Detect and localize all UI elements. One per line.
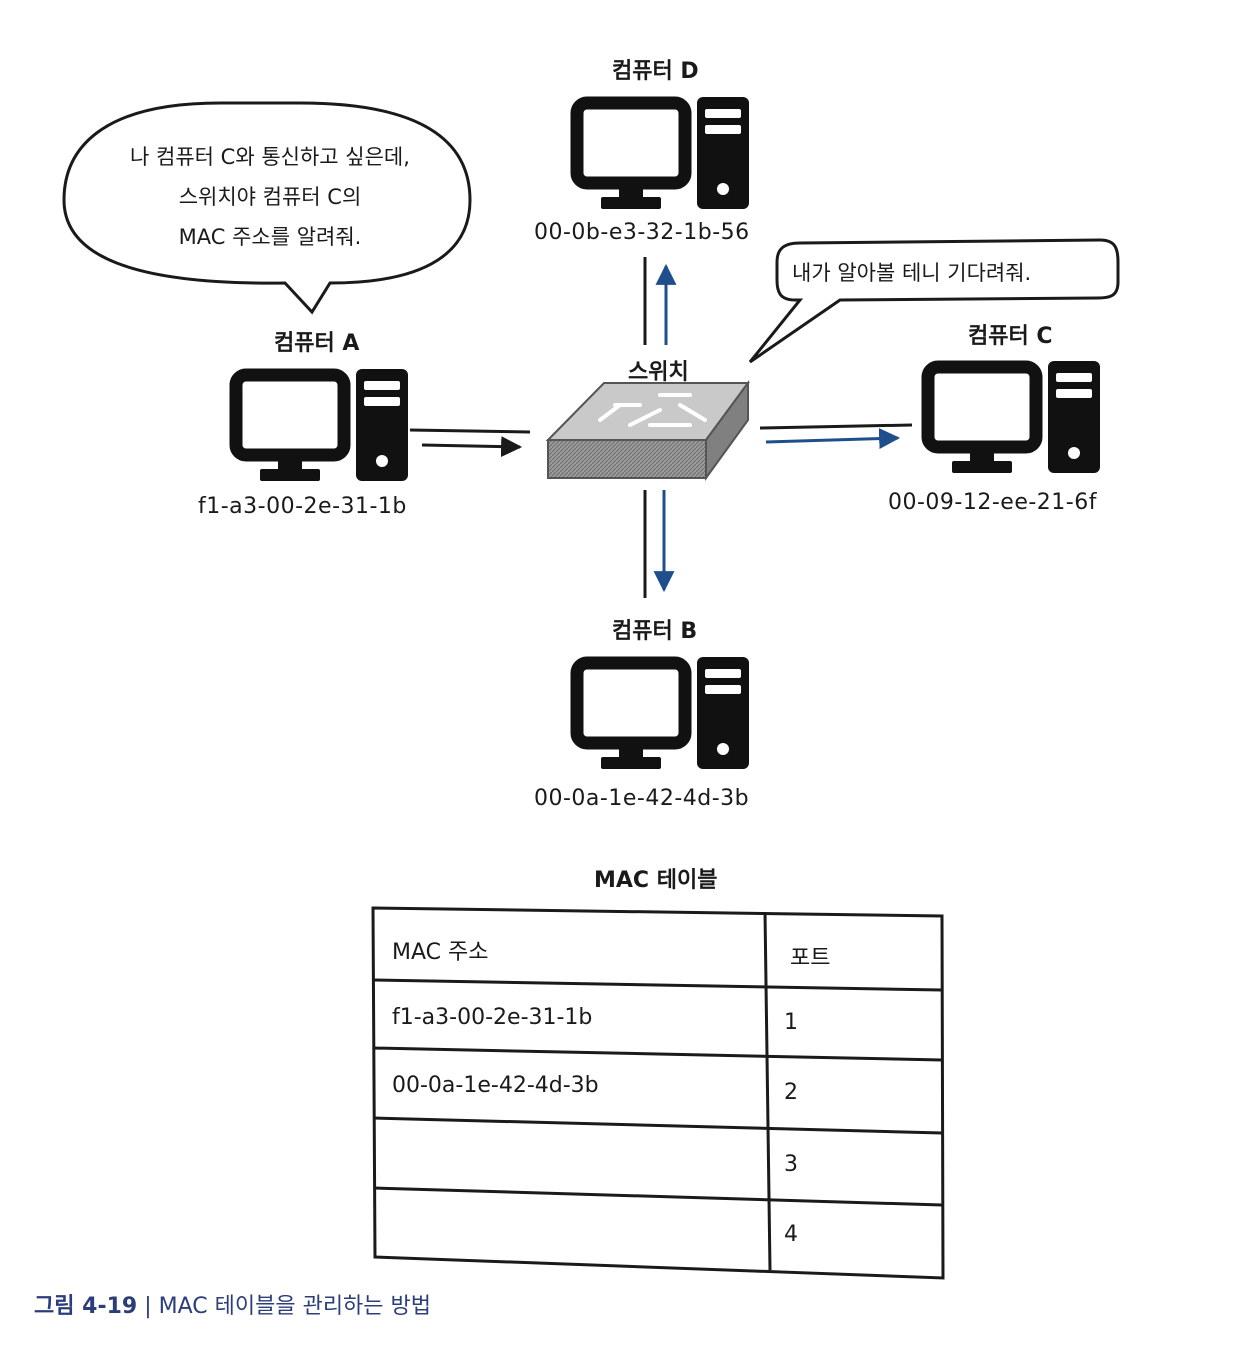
- line-switch-c: [759, 423, 913, 430]
- mac-table-row-3-port: 3: [784, 1152, 798, 1177]
- computer-a-icon: [236, 369, 408, 481]
- line-a-switch: [409, 428, 531, 434]
- mac-table-grid: [371, 906, 945, 1280]
- computer-d-title: 컴퓨터 D: [612, 59, 699, 84]
- computer-c-mac: 00-09-12-ee-21-6f: [888, 490, 1097, 515]
- mac-table-row-1-mac: f1-a3-00-2e-31-1b: [392, 1005, 593, 1030]
- computer-d-mac: 00-0b-e3-32-1b-56: [534, 220, 750, 245]
- switch-title: 스위치: [628, 360, 689, 385]
- computer-d-icon: [577, 97, 749, 209]
- speech-bubble-computer-a: [62, 101, 472, 315]
- arrow-from-a: [421, 436, 523, 458]
- bubble-a-line-3: MAC 주소를 알려줘.: [178, 225, 362, 249]
- figure-number: 그림 4-19: [34, 1294, 138, 1319]
- speech-bubble-computer-a-text: 나 컴퓨터 C와 통신하고 싶은데, 스위치야 컴퓨터 C의 MAC 주소를 알…: [90, 137, 450, 257]
- caption-text: MAC 테이블을 관리하는 방법: [158, 1294, 432, 1319]
- speech-bubble-switch: [748, 238, 1120, 364]
- mac-table-row-2-mac: 00-0a-1e-42-4d-3b: [392, 1073, 599, 1098]
- mac-table-row-2-port: 2: [784, 1080, 798, 1105]
- computer-b-title: 컴퓨터 B: [612, 619, 698, 644]
- arrow-to-c: [765, 428, 901, 450]
- computer-b-mac: 00-0a-1e-42-4d-3b: [534, 786, 750, 811]
- mac-table-row-1-port: 1: [784, 1010, 798, 1035]
- mac-table-row-4-port: 4: [784, 1222, 798, 1247]
- switch-icon: [545, 379, 750, 482]
- bubble-a-line-2: 스위치야 컴퓨터 C의: [178, 185, 362, 209]
- computer-c-icon: [928, 361, 1100, 473]
- figure-caption: 그림 4-19 | MAC 테이블을 관리하는 방법: [34, 1288, 431, 1320]
- mac-table-title: MAC 테이블: [594, 868, 718, 893]
- mac-table-header-mac: MAC 주소: [392, 940, 489, 965]
- caption-separator: |: [144, 1294, 152, 1319]
- computer-a-title: 컴퓨터 A: [274, 331, 360, 356]
- speech-bubble-switch-text: 내가 알아볼 테니 기다려줘.: [792, 261, 1032, 285]
- mac-table-header-port: 포트: [790, 946, 831, 971]
- computer-a-mac: f1-a3-00-2e-31-1b: [198, 494, 407, 519]
- computer-b-icon: [577, 657, 749, 769]
- bubble-a-line-1: 나 컴퓨터 C와 통신하고 싶은데,: [130, 145, 410, 169]
- connection-lines: [409, 257, 913, 598]
- computer-c-title: 컴퓨터 C: [968, 324, 1053, 349]
